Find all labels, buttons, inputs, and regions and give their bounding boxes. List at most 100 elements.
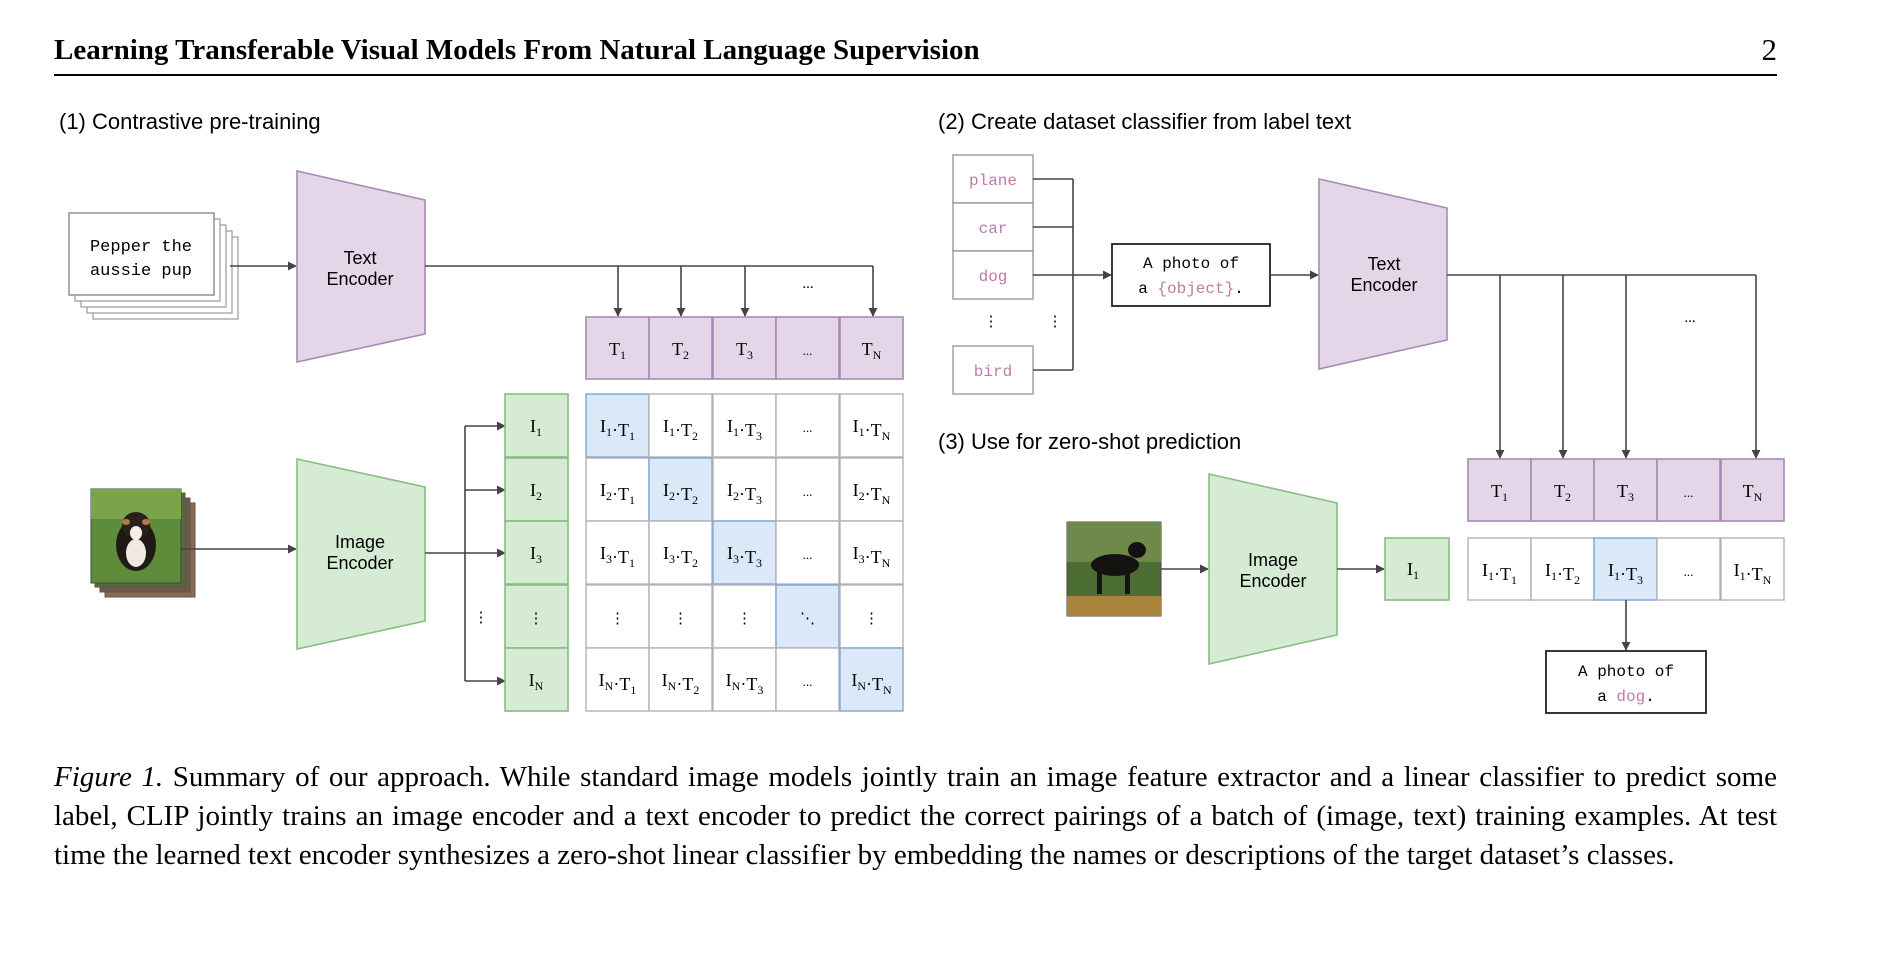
matrix-cell	[648, 647, 713, 712]
matrix-cell-label: I2·TN	[853, 480, 891, 507]
matrix-cell-label: I2·T1	[600, 480, 635, 507]
ellipsis-above-t2: ...	[1684, 310, 1695, 326]
label-text: dog	[979, 268, 1008, 286]
matrix-cell	[648, 520, 713, 585]
text-encoder-2-label-a: Text	[1367, 254, 1400, 274]
text-embedding-label: T2	[672, 339, 689, 362]
matrix-cell-label: ...	[803, 547, 813, 562]
caption-label: Figure 1.	[54, 761, 164, 793]
matrix-cell-label: ...	[803, 674, 813, 689]
matrix-cell	[712, 584, 777, 649]
matrix-cell	[712, 457, 777, 522]
matrix-cell	[585, 647, 650, 712]
vdots-label-list: ⋮	[984, 314, 999, 330]
class-text-embedding-label: ...	[1684, 485, 1694, 500]
matrix-cell-label: I1·T3	[727, 416, 762, 443]
text-embedding-label: ...	[803, 343, 813, 358]
text-embedding-cell	[712, 316, 777, 380]
predicted-label: dog	[1616, 688, 1645, 706]
image-encoder-2-label-a: Image	[1248, 550, 1298, 570]
vdots-left: ⋮	[474, 610, 489, 626]
matrix-cell	[648, 584, 713, 649]
matrix-cell	[648, 393, 713, 458]
zero-shot-score-cell	[1720, 537, 1785, 601]
matrix-cell-label: IN·T3	[726, 670, 764, 697]
label-cell-bird	[952, 345, 1034, 395]
matrix-cell-label: I1·TN	[853, 416, 891, 443]
clip-figure: (1) Contrastive pre-training (2) Create …	[59, 109, 1785, 714]
image-encoder-1-label-b: Encoder	[326, 553, 393, 573]
matrix-cell-positive	[648, 457, 713, 522]
figure-caption: Figure 1. Summary of our approach. While…	[54, 758, 1777, 875]
text-input-stack: Pepper the aussie pup	[68, 212, 239, 320]
matrix-cell-label: ...	[803, 420, 813, 435]
matrix-cell-label: I2·T2	[663, 480, 698, 507]
image-encoder-2-label-b: Encoder	[1239, 571, 1306, 591]
label-text: car	[979, 220, 1008, 238]
text-embedding-label: T3	[736, 339, 753, 362]
matrix-cell	[775, 393, 840, 458]
image-encoder-2: Image Encoder	[1208, 472, 1338, 666]
input-text-line1: Pepper the	[90, 238, 192, 257]
matrix-cell-label: IN·TN	[851, 670, 892, 697]
matrix-cell-label: I1·T2	[663, 416, 698, 443]
paper-title: Learning Transferable Visual Models From…	[54, 34, 980, 66]
image-encoder-1: Image Encoder	[296, 458, 426, 650]
text-encoder-1-label-b: Encoder	[326, 269, 393, 289]
text-encoder-1-label-a: Text	[343, 248, 376, 268]
matrix-cell-label: IN·T2	[662, 670, 700, 697]
text-encoder-2-label-b: Encoder	[1350, 275, 1417, 295]
zero-shot-dog-photo	[1066, 521, 1162, 617]
zero-shot-score-label: I1·TN	[1734, 560, 1772, 587]
image-embedding-cell	[504, 520, 569, 585]
panel3-title: (3) Use for zero-shot prediction	[938, 429, 1241, 454]
image-input-stack	[90, 488, 196, 598]
matrix-cell-label: I3·T1	[600, 543, 635, 570]
prompt-template-box: A photo of a {object}.	[1111, 243, 1271, 307]
page-number: 2	[1761, 32, 1778, 67]
template-line1: A photo of	[1143, 255, 1239, 273]
matrix-cell	[712, 647, 777, 712]
zero-shot-score-cell	[1467, 537, 1532, 601]
matrix-cell	[839, 457, 904, 522]
image-embedding-label: IN	[529, 670, 544, 693]
image-embedding-label: I3	[530, 543, 542, 566]
matrix-cell-label: I3·T2	[663, 543, 698, 570]
input-text-line2: aussie pup	[90, 262, 192, 281]
matrix-cell-label: I3·T3	[727, 543, 762, 570]
matrix-cell-label: I2·T3	[727, 480, 762, 507]
zero-shot-score-label: I1·T3	[1608, 560, 1643, 587]
class-text-embedding-label: T1	[1491, 481, 1508, 504]
class-text-embedding-cell	[1720, 458, 1785, 522]
text-embedding-cell	[648, 316, 713, 380]
label-text: bird	[974, 363, 1012, 381]
text-embedding-label: TN	[862, 339, 882, 362]
image-embedding-label: ⋮	[529, 611, 544, 627]
label-cell-plane	[952, 154, 1034, 204]
template-object-slot: {object}	[1157, 280, 1234, 298]
matrix-cell	[839, 393, 904, 458]
matrix-cell	[839, 584, 904, 649]
matrix-cell-label: ⋮	[864, 611, 879, 627]
image-embedding-cell	[504, 584, 569, 649]
text-embedding-cell	[839, 316, 904, 380]
class-text-embedding-cell	[1467, 458, 1532, 522]
matrix-cell	[775, 457, 840, 522]
matrix-cell-label: ⋮	[737, 611, 752, 627]
panel2-title: (2) Create dataset classifier from label…	[938, 109, 1351, 134]
image-encoder-1-label-a: Image	[335, 532, 385, 552]
image-embedding-label: I1	[530, 416, 542, 439]
matrix-cell-positive	[585, 393, 650, 458]
template-line2: a {object}.	[1138, 280, 1244, 298]
class-text-embedding-cell	[1656, 458, 1721, 522]
text-embedding-label: T1	[609, 339, 626, 362]
class-text-embedding-cell	[1530, 458, 1595, 522]
image-embedding-cell	[504, 393, 569, 458]
prediction-line1: A photo of	[1578, 663, 1674, 681]
caption-text: Summary of our approach. While standard …	[54, 761, 1777, 871]
matrix-cell	[585, 584, 650, 649]
